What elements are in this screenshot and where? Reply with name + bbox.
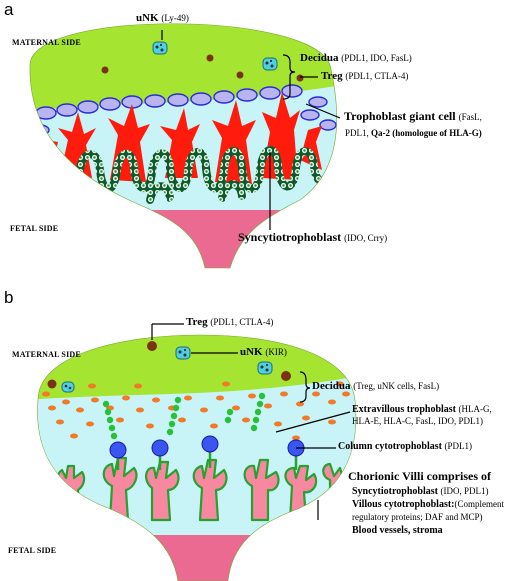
panel-b-extravillous-label: Extravillous trophoblast (HLA-G,: [352, 404, 492, 415]
panel-b-unk-label: uNK (KIR): [240, 346, 287, 358]
panel-b-chorionic-villi-title: Chorionic Villi comprises of: [348, 469, 491, 483]
unk-cells-b: [61, 346, 273, 393]
panel-b-villous-cytotrophoblast-markers: regulatory proteins; DAF and MCP): [352, 512, 483, 522]
panel-b-fetal-side-label: FETAL SIDE: [8, 546, 57, 555]
panel-a-trophoblast-giant-cell-markers: PDL1, Qa-2 (homologue of HLA-G): [345, 128, 482, 138]
panel-b-maternal-side-label: MATERNAL SIDE: [12, 350, 81, 359]
treg-cells-a: [101, 54, 304, 82]
panel-a-maternal-side-label: MATERNAL SIDE: [12, 38, 81, 47]
panel-b-treg-label: Treg (PDL1, CTLA-4): [186, 316, 274, 328]
panel-a-leaders: [161, 30, 341, 230]
extravillous-dots: [42, 381, 350, 441]
panel-b-blood-vessels-label: Blood vessels, stroma: [352, 525, 443, 536]
treg-cells-b: [47, 341, 291, 389]
column-cytotrophoblast-cells: [109, 435, 305, 459]
panel-a-letter: a: [4, 0, 14, 19]
panel-b-decidua-label: Decidua (Treg, uNK cells, FasL): [312, 380, 440, 392]
panel-b-letter: b: [4, 288, 14, 307]
panel-a-unk-label: uNK (Ly-49): [136, 12, 189, 24]
panel-b-syncytiotrophoblast-label: Syncytiotrophoblast (IDO, PDL1): [352, 486, 489, 497]
panel-b-villous-cytotrophoblast-label: Villous cytotrophoblast:(Complement: [352, 499, 505, 510]
panel-a-syncytiotrophoblast-label: Syncytiotrophoblast (IDO, Crry): [238, 230, 388, 244]
panel-a-fetal-side-label: FETAL SIDE: [10, 224, 59, 233]
panel-b-shape: [37, 334, 357, 581]
panel-a-trophoblast-giant-cell-label: Trophoblast giant cell (FasL,: [344, 109, 482, 123]
trophoblast-giant-cell-row: [30, 84, 337, 136]
panel-a-treg-label: Treg (PDL1, CTLA-4): [321, 70, 409, 82]
panel-b-column-cytotrophoblast-label: Column cytotrophoblast (PDL1): [338, 441, 472, 452]
panel-b-leaders: [151, 323, 351, 520]
panel-b-extravillous-markers: HLA-E, HLA-C, FasL, IDO, PDL1): [352, 416, 483, 426]
unk-cells-a: [152, 41, 278, 71]
green-bead-chains: [102, 392, 266, 440]
panel-a-decidua-label: Decidua (PDL1, IDO, FasL): [300, 52, 412, 64]
